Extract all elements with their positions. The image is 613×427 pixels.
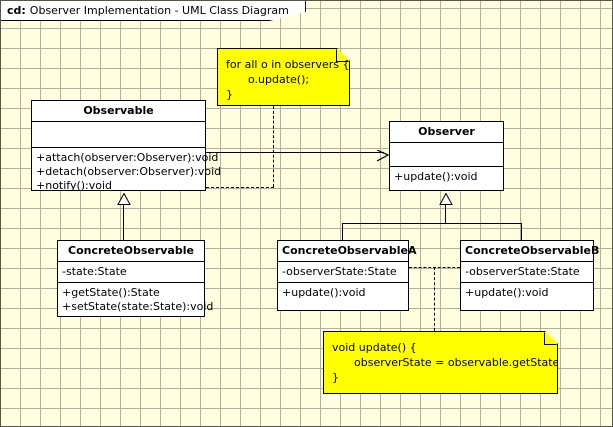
class-attributes-observer bbox=[390, 143, 503, 167]
note-anchor-vertical-update bbox=[434, 267, 435, 331]
diagram-frame-title-tab: cd: Observer Implementation - UML Class … bbox=[1, 1, 306, 21]
attribute-item: -observerState:State bbox=[282, 265, 397, 278]
note-fold-corner-icon bbox=[336, 49, 349, 62]
note-anchor-horizontal-notify bbox=[206, 187, 274, 188]
association-arrowhead-observer bbox=[375, 147, 390, 162]
frame-title-label: Observer Implementation - UML Class Diag… bbox=[29, 4, 289, 17]
generalization-stem-observer bbox=[445, 202, 446, 223]
generalization-arrowhead-observable bbox=[117, 191, 131, 205]
class-box-observer[interactable]: Observer +update():void bbox=[389, 121, 504, 191]
note-line: } bbox=[226, 88, 233, 101]
operation-item: +update():void bbox=[282, 286, 366, 299]
generalization-crossbar-observer bbox=[342, 223, 522, 224]
attribute-item: -observerState:State bbox=[465, 265, 580, 278]
class-attributes-concrete-observable-b: -observerState:State bbox=[461, 262, 593, 283]
frame-kind-label: cd: bbox=[7, 4, 26, 17]
class-operations-concrete-observable-a: +update():void bbox=[278, 283, 408, 303]
class-name-concrete-observable: ConcreteObservable bbox=[58, 241, 204, 262]
note-line: observerState = observable.getState(); bbox=[354, 356, 572, 369]
note-line: o.update(); bbox=[248, 73, 310, 86]
class-name-observer: Observer bbox=[390, 122, 503, 143]
note-anchor-vertical-notify bbox=[273, 106, 274, 187]
operation-item: +attach(observer:Observer):void bbox=[36, 151, 219, 164]
operation-item: +update():void bbox=[394, 170, 478, 183]
operation-item: +update():void bbox=[465, 286, 549, 299]
class-operations-concrete-observable-b: +update():void bbox=[461, 283, 593, 303]
attribute-item: -state:State bbox=[62, 265, 127, 278]
generalization-line-concrete-observable bbox=[123, 202, 124, 240]
class-attributes-concrete-observable: -state:State bbox=[58, 262, 204, 283]
note-line: } bbox=[332, 371, 339, 384]
class-box-concrete-observable-b[interactable]: ConcreteObservableB -observerState:State… bbox=[460, 240, 599, 311]
class-name-concrete-observable-a: ConcreteObservableA bbox=[278, 241, 416, 262]
class-box-concrete-observable-a[interactable]: ConcreteObservableA -observerState:State… bbox=[277, 240, 416, 311]
operation-item: +getState():State bbox=[62, 286, 160, 299]
note-line: for all o in observers { bbox=[226, 58, 350, 71]
class-operations-concrete-observable: +getState():State +setState(state:State)… bbox=[58, 283, 214, 317]
operation-item: +setState(state:State):void bbox=[62, 300, 214, 313]
class-name-observable: Observable bbox=[32, 101, 205, 122]
note-line: void update() { bbox=[332, 341, 417, 354]
note-notify-implementation[interactable]: for all o in observers { o.update(); } bbox=[217, 48, 350, 106]
generalization-branch-concrete-observable-b bbox=[521, 223, 522, 240]
operation-item: +detach(observer:Observer):void bbox=[36, 165, 222, 178]
class-box-concrete-observable[interactable]: ConcreteObservable -state:State +getStat… bbox=[57, 240, 214, 317]
class-box-observable[interactable]: Observable +attach(observer:Observer):vo… bbox=[31, 100, 221, 192]
association-line-observable-observer bbox=[206, 152, 384, 153]
class-operations-observable: +attach(observer:Observer):void +detach(… bbox=[32, 148, 222, 196]
class-attributes-concrete-observable-a: -observerState:State bbox=[278, 262, 408, 283]
operation-item: +notify():void bbox=[36, 179, 113, 192]
generalization-branch-concrete-observable-a bbox=[342, 223, 343, 240]
class-attributes-observable bbox=[32, 122, 205, 148]
generalization-arrowhead-observer bbox=[439, 191, 453, 205]
class-name-concrete-observable-b: ConcreteObservableB bbox=[461, 241, 599, 262]
class-operations-observer: +update():void bbox=[390, 167, 503, 187]
note-fold-corner-icon bbox=[544, 332, 557, 345]
note-update-implementation[interactable]: void update() { observerState = observab… bbox=[323, 331, 558, 394]
